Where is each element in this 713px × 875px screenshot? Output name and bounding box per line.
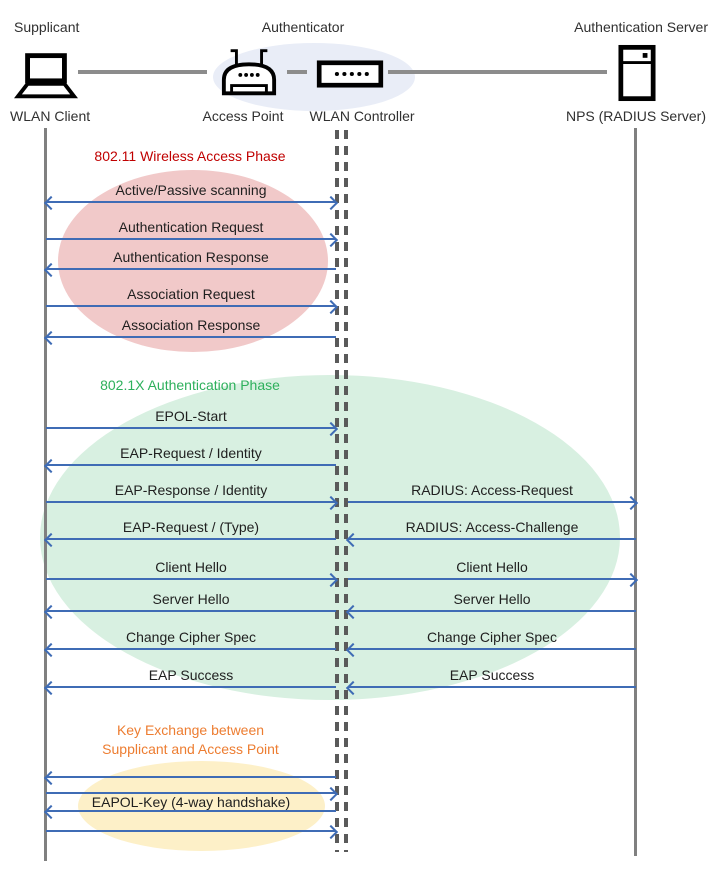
message-eap-request-type: EAP-Request / (Type) xyxy=(46,519,336,540)
role-authenticator-label: Authenticator xyxy=(261,19,345,35)
message-server-hello-right: Server Hello xyxy=(348,591,636,612)
message-label: Server Hello xyxy=(152,591,230,607)
arrow-right xyxy=(348,501,636,503)
supplicant-lifeline xyxy=(44,128,47,861)
role-authentication-server-label: Authentication Server xyxy=(574,19,708,35)
arrow-right xyxy=(46,830,336,832)
wlan-controller-icon xyxy=(314,60,386,93)
message-eap-request-identity: EAP-Request / Identity xyxy=(46,445,336,466)
arrow-left xyxy=(348,610,636,612)
server-icon xyxy=(618,44,656,107)
message-label: EAP Success xyxy=(449,667,535,683)
message-label: Authentication Request xyxy=(118,219,264,235)
message-active-passive-scanning: Active/Passive scanning xyxy=(46,182,336,203)
arrow-left xyxy=(348,686,636,688)
message-eapol-key-arrow-3 xyxy=(46,810,336,812)
message-client-hello-right: Client Hello xyxy=(348,559,636,580)
message-eapol-key-arrow-1 xyxy=(46,776,336,778)
device-nps-label: NPS (RADIUS Server) xyxy=(565,108,706,124)
connector-line xyxy=(78,70,207,74)
arrow-left xyxy=(46,610,336,612)
message-client-hello-left: Client Hello xyxy=(46,559,336,580)
arrow-left xyxy=(46,686,336,688)
access-point-icon xyxy=(220,46,278,103)
arrow-left xyxy=(46,776,336,778)
message-authentication-request: Authentication Request xyxy=(46,219,336,240)
arrow-left xyxy=(46,336,336,338)
message-association-response: Association Response xyxy=(46,317,336,338)
message-label: EAP-Request / (Type) xyxy=(122,519,260,535)
laptop-icon xyxy=(13,52,79,105)
role-supplicant-label: Supplicant xyxy=(14,19,80,35)
message-label: Client Hello xyxy=(456,559,528,575)
message-eapol-key-arrow-4 xyxy=(46,830,336,832)
arrow-left xyxy=(348,538,636,540)
device-wlan-controller-label: WLAN Controller xyxy=(309,108,415,124)
phase2-title: 802.1X Authentication Phase xyxy=(100,377,280,393)
arrow-left xyxy=(46,268,336,270)
message-change-cipher-spec-right: Change Cipher Spec xyxy=(348,629,636,650)
device-wlan-client-label: WLAN Client xyxy=(10,108,91,124)
phase3-title-line2: Supplicant and Access Point xyxy=(102,741,279,757)
message-label: Change Cipher Spec xyxy=(427,629,557,645)
server-lifeline xyxy=(634,128,637,856)
message-eap-response-identity: EAP-Response / Identity xyxy=(46,482,336,503)
message-label: EAP Success xyxy=(148,667,234,683)
message-label: Client Hello xyxy=(155,559,227,575)
arrow-right xyxy=(46,578,336,580)
phase1-title: 802.11 Wireless Access Phase xyxy=(94,148,286,164)
message-label: EAP-Response / Identity xyxy=(114,482,268,498)
phase3-title-line1: Key Exchange between xyxy=(116,722,265,738)
arrow-right xyxy=(348,578,636,580)
arrow-right xyxy=(46,427,336,429)
message-label: Change Cipher Spec xyxy=(126,629,256,645)
arrow-right xyxy=(46,238,336,240)
message-radius-access-challenge: RADIUS: Access-Challenge xyxy=(348,519,636,540)
arrow-left xyxy=(348,648,636,650)
message-eap-success-left: EAP Success xyxy=(46,667,336,688)
arrow-left xyxy=(46,648,336,650)
message-label: RADIUS: Access-Challenge xyxy=(405,519,579,535)
arrow-both xyxy=(46,201,336,203)
message-eapol-key-arrow-2 xyxy=(46,792,336,794)
arrow-right xyxy=(46,305,336,307)
message-label: EPOL-Start xyxy=(155,408,227,424)
message-authentication-response: Authentication Response xyxy=(46,249,336,270)
message-association-request: Association Request xyxy=(46,286,336,307)
arrow-right xyxy=(46,792,336,794)
arrow-left xyxy=(46,464,336,466)
message-label: Authentication Response xyxy=(113,249,269,265)
message-label: Association Response xyxy=(121,317,261,333)
connector-line xyxy=(388,70,607,74)
message-label: Server Hello xyxy=(453,591,531,607)
phase3-title: Key Exchange between Supplicant and Acce… xyxy=(68,721,313,759)
message-server-hello-left: Server Hello xyxy=(46,591,336,612)
message-epol-start: EPOL-Start xyxy=(46,408,336,429)
device-access-point-label: Access Point xyxy=(202,108,284,124)
message-label: EAPOL-Key (4-way handshake) xyxy=(91,794,291,810)
message-label: RADIUS: Access-Request xyxy=(411,482,573,498)
connector-line xyxy=(287,70,307,74)
message-radius-access-request: RADIUS: Access-Request xyxy=(348,482,636,503)
message-label: Association Request xyxy=(127,286,255,302)
authenticator-lifeline-dashed xyxy=(344,130,348,852)
arrow-left xyxy=(46,810,336,812)
arrow-right xyxy=(46,501,336,503)
message-label: Active/Passive scanning xyxy=(115,182,267,198)
message-change-cipher-spec-left: Change Cipher Spec xyxy=(46,629,336,650)
message-eapol-key-label: EAPOL-Key (4-way handshake) xyxy=(46,794,336,813)
arrow-left xyxy=(46,538,336,540)
authenticator-lifeline-dashed xyxy=(335,130,339,852)
message-label: EAP-Request / Identity xyxy=(120,445,262,461)
message-eap-success-right: EAP Success xyxy=(348,667,636,688)
